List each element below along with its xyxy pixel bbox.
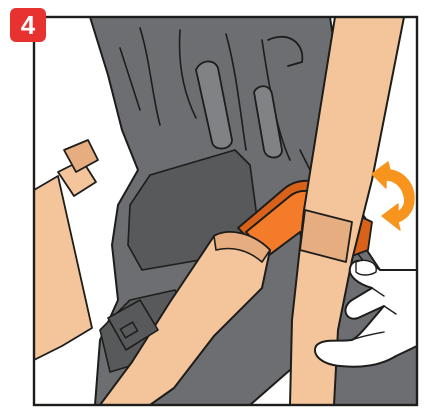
- step-number: 4: [21, 10, 36, 40]
- hand-nail: [356, 260, 376, 275]
- step-badge: 4: [10, 8, 46, 42]
